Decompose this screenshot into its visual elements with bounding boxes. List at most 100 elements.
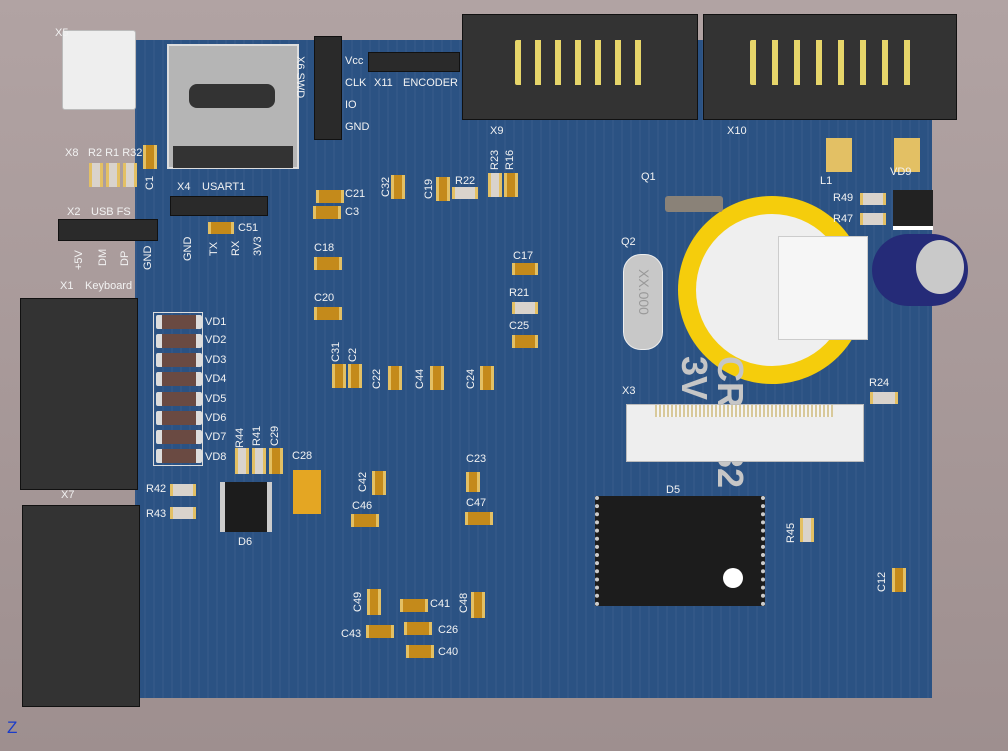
- label-encoder: ENCODER: [403, 77, 459, 89]
- header-x4-usart1: [170, 196, 268, 216]
- ref-r23: R23: [489, 149, 501, 170]
- ref-c24: C24: [465, 368, 477, 389]
- ref-c23: C23: [466, 453, 487, 465]
- capacitor: [466, 472, 480, 492]
- ref-c19: C19: [423, 178, 435, 199]
- idc-header-x7: [22, 505, 140, 707]
- resistor: [488, 173, 502, 197]
- capacitor: [348, 364, 362, 388]
- ref-c49: C49: [352, 591, 364, 612]
- ref-c42: C42: [357, 471, 369, 492]
- resistor: [452, 187, 478, 199]
- ref-vd5: VD5: [205, 393, 227, 405]
- ref-r41: R41: [251, 425, 263, 446]
- diode-vd6: [156, 411, 202, 425]
- capacitor: [391, 175, 405, 199]
- ref-c29: C29: [269, 425, 281, 446]
- chip-d5: [595, 496, 765, 606]
- resistor: [106, 163, 120, 187]
- capacitor: [388, 366, 402, 390]
- capacitor: [465, 512, 493, 525]
- ref-c18: C18: [314, 242, 335, 254]
- label-keyboard: Keyboard: [85, 280, 133, 292]
- ref-q1: Q1: [641, 171, 656, 183]
- ref-c17: C17: [513, 250, 534, 262]
- diode-vd8: [156, 449, 202, 463]
- l1-pad: [894, 138, 920, 172]
- ref-x9: X9: [490, 125, 504, 137]
- capacitor: [269, 448, 283, 474]
- capacitor: [367, 589, 381, 615]
- ref-x11: X11: [374, 77, 393, 89]
- fpc-connector-x3: [626, 404, 864, 462]
- resistor: [512, 302, 538, 314]
- crystal-q1: [665, 196, 723, 212]
- capacitor: [372, 471, 386, 495]
- ref-c3: C3: [345, 206, 360, 218]
- capacitor: [471, 592, 485, 618]
- pin-label-tx: TX: [208, 241, 220, 256]
- capacitor: [436, 177, 450, 201]
- ref-x7: X7: [61, 489, 75, 501]
- ref-c28: C28: [292, 450, 313, 462]
- ref-r21: R21: [509, 287, 530, 299]
- capacitor: [406, 645, 434, 658]
- pin-label-dp: DP: [119, 250, 131, 266]
- ref-c22: C22: [371, 368, 383, 389]
- label-usb-fs: USB FS: [91, 206, 131, 218]
- pin-label-io: IO: [345, 99, 357, 111]
- ref-d6: D6: [238, 536, 253, 548]
- ref-vd2: VD2: [205, 334, 227, 346]
- idc-header-x9: [462, 14, 698, 120]
- pin-label-dm: DM: [97, 248, 109, 266]
- ref-r44: R44: [234, 427, 246, 448]
- pin-label-clk: CLK: [345, 77, 367, 89]
- sd-card-slot: [167, 44, 299, 169]
- ref-x1: X1: [60, 280, 74, 292]
- ref-c44: C44: [414, 368, 426, 389]
- ref-r42: R42: [146, 483, 167, 495]
- capacitor: [404, 622, 432, 635]
- ref-r22: R22: [455, 175, 476, 187]
- capacitor: [480, 366, 494, 390]
- x10-pins: [750, 40, 920, 85]
- ref-c21: C21: [345, 188, 366, 200]
- ref-vd7: VD7: [205, 431, 227, 443]
- diode-array: [153, 312, 203, 466]
- pin-label-vcc: Vcc: [345, 55, 364, 67]
- capacitor: [512, 335, 538, 348]
- resistor: [860, 213, 886, 225]
- ref-vd1: VD1: [205, 316, 227, 328]
- chip-d6: [220, 482, 272, 532]
- header-x6-swd: [314, 36, 342, 140]
- ref-x6-swd: X6 SWD: [294, 56, 306, 99]
- ref-q2: Q2: [621, 236, 636, 248]
- ref-r47: R47: [833, 213, 854, 225]
- electrolytic-capacitor: [872, 234, 968, 306]
- pin-label-gnd: GND: [142, 245, 154, 270]
- diode-vd2: [156, 334, 202, 348]
- resistor: [252, 448, 266, 474]
- pin-label-gnd: GND: [345, 121, 370, 133]
- crystal-q2: XX.000: [623, 254, 663, 350]
- ref-r16: R16: [504, 149, 516, 170]
- capacitor: [400, 599, 428, 612]
- ref-x5: X5: [55, 27, 69, 39]
- resistor: [123, 163, 137, 187]
- ref-r24: R24: [869, 377, 890, 389]
- ref-c43: C43: [341, 628, 362, 640]
- label-usart1: USART1: [202, 181, 246, 193]
- resistor: [800, 518, 814, 542]
- ref-vd8: VD8: [205, 451, 227, 463]
- resistor: [170, 484, 196, 496]
- ref-x3: X3: [622, 385, 636, 397]
- ref-vd4: VD4: [205, 373, 227, 385]
- diode-vd9: [893, 190, 933, 230]
- ref-l1: L1: [820, 175, 833, 187]
- ref-c12: C12: [876, 571, 888, 592]
- ref-x8: X8: [65, 147, 79, 159]
- diode-vd3: [156, 353, 202, 367]
- resistor: [235, 448, 249, 474]
- ref-r45: R45: [785, 522, 797, 543]
- pin-label-gnd: GND: [182, 236, 194, 261]
